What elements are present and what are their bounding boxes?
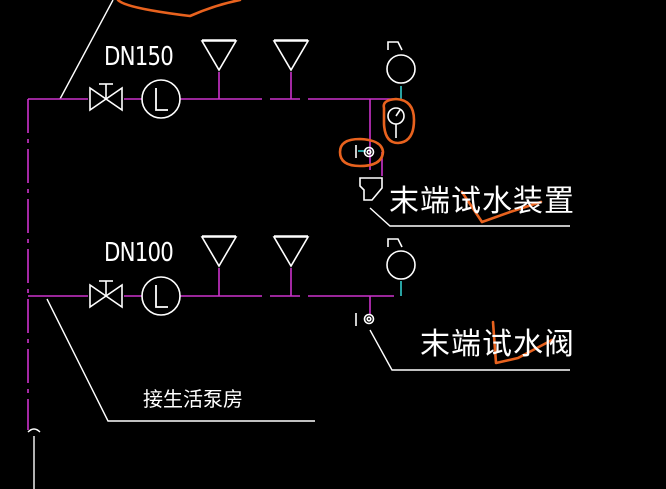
check-valve-icon [200,235,238,268]
leader-line-test-valve [369,329,570,371]
branch-dn100 [28,268,394,315]
markup-gauge-circle [382,97,416,145]
pump-room-label: 接生活泵房 [143,387,243,411]
check-valve-icon [272,235,310,268]
test-valve-icon [355,145,375,158]
break-symbol [27,428,41,433]
pipe-size-label-dn100: DN100 [104,238,174,268]
test-device-label: 末端试水装置 [389,184,575,219]
branch-dn150 [28,72,394,176]
gate-valve-icon [89,280,123,309]
leader-line-pump-room [46,298,315,422]
check-valve-icon [200,39,238,72]
markup-top-stroke [116,0,242,18]
test-valve-label: 末端试水阀 [420,327,575,362]
markup-valve-circle [338,137,385,168]
pressure-gauge-icon [387,107,405,138]
markup-check-device [460,190,543,224]
leader-line-dn150 [59,0,114,100]
markup-check-valve [491,320,554,365]
sprinkler-head-icon [386,41,416,84]
gate-valve-icon [89,83,123,112]
test-valve-icon [355,313,375,326]
check-valve-icon [272,39,310,72]
leader-line-test-device [369,207,570,227]
flow-meter-icon [141,276,181,316]
drain-outlet-icon [359,177,383,201]
sprinkler-head-icon [386,238,416,280]
pipe-size-label-dn150: DN150 [104,42,174,72]
flow-meter-icon [141,79,181,119]
